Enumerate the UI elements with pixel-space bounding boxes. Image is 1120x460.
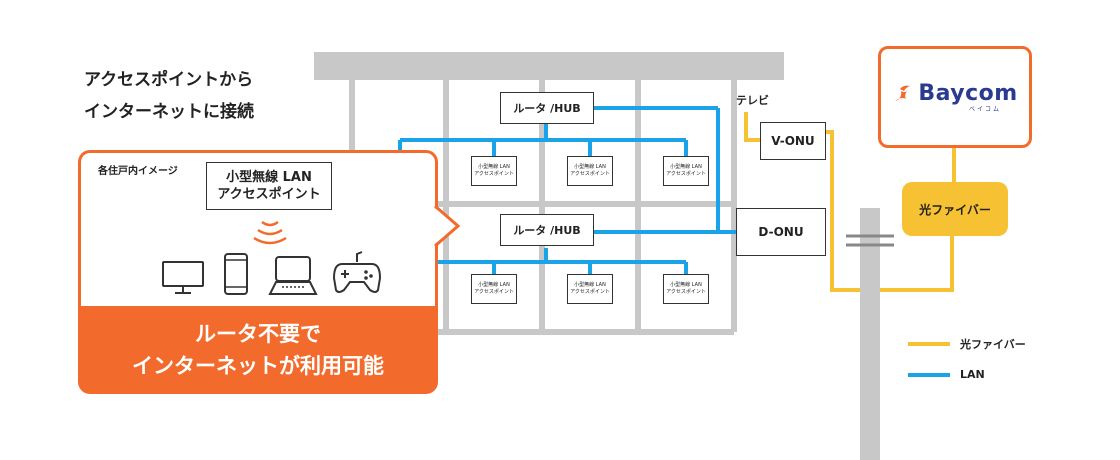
access-point: 小型無線 LAN アクセスポイント <box>567 156 613 186</box>
home-access-point: 小型無線 LAN アクセスポイント <box>206 162 332 210</box>
callout-pointer <box>432 204 460 248</box>
legend-lan: LAN <box>908 368 985 381</box>
baycom-logo: Baycom <box>892 81 1017 106</box>
v-onu-box: V-ONU <box>760 122 826 160</box>
laptop-icon <box>268 256 318 295</box>
ap-line2: アクセスポイント <box>474 289 514 295</box>
legend-lan-label: LAN <box>960 368 985 381</box>
utility-pole <box>860 208 880 460</box>
baycom-sub: ベイコム <box>968 106 1001 113</box>
access-point: 小型無線 LAN アクセスポイント <box>471 274 517 304</box>
ap-line2: アクセスポイント <box>570 289 610 295</box>
access-point: 小型無線 LAN アクセスポイント <box>567 274 613 304</box>
ap-line1: 小型無線 LAN <box>574 282 606 288</box>
ap-line2: アクセスポイント <box>570 171 610 177</box>
router-hub-floor1: ルータ /HUB <box>500 92 594 124</box>
ap-line1: 小型無線 LAN <box>478 164 510 170</box>
legend-fiber-swatch <box>908 342 950 346</box>
building-roof <box>314 52 784 80</box>
tv-icon <box>162 261 204 294</box>
access-point: 小型無線 LAN アクセスポイント <box>663 274 709 304</box>
home-label: 各住戸内イメージ <box>98 166 178 177</box>
gamepad-icon <box>332 251 382 293</box>
tv-label: テレビ <box>736 94 769 107</box>
baycom-logo-box: Baycom ベイコム <box>878 46 1032 148</box>
heading-line1: アクセスポイントから <box>84 70 254 90</box>
ap-line2: アクセスポイント <box>474 171 514 177</box>
ap-line2: アクセスポイント <box>666 289 706 295</box>
heading: アクセスポイントから インターネットに接続 <box>84 64 254 128</box>
legend-fiber-label: 光ファイバー <box>960 338 1026 351</box>
access-point: 小型無線 LAN アクセスポイント <box>471 156 517 186</box>
ap-line2: アクセスポイント <box>666 171 706 177</box>
ap-line1: 小型無線 LAN <box>574 164 606 170</box>
ap-line1: 小型無線 LAN <box>670 164 702 170</box>
banner-line1: ルータ不要で <box>195 322 321 346</box>
fiber-box: 光ファイバー <box>902 182 1008 236</box>
wifi-signal-icon <box>253 220 287 245</box>
d-onu-box: D-ONU <box>736 208 826 256</box>
baycom-logo-icon <box>895 85 911 101</box>
legend-fiber: 光ファイバー <box>908 336 1026 352</box>
router-hub-floor2: ルータ /HUB <box>500 214 594 246</box>
home-callout: 各住戸内イメージ 小型無線 LAN アクセスポイント <box>78 150 460 394</box>
access-point: 小型無線 LAN アクセスポイント <box>663 156 709 186</box>
ap-line1: 小型無線 LAN <box>670 282 702 288</box>
banner-line2: インターネットが利用可能 <box>132 354 384 378</box>
ap-line1: 小型無線 LAN <box>478 282 510 288</box>
callout-banner: ルータ不要で インターネットが利用可能 <box>78 306 438 394</box>
home-ap-line1: 小型無線 LAN <box>226 170 312 185</box>
baycom-name: Baycom <box>918 81 1018 106</box>
smartphone-icon <box>224 253 248 295</box>
home-ap-line2: アクセスポイント <box>217 187 321 202</box>
heading-line2: インターネットに接続 <box>84 102 254 122</box>
legend-lan-swatch <box>908 372 950 377</box>
lan-cables <box>398 106 736 276</box>
fiber-cables <box>744 112 956 292</box>
